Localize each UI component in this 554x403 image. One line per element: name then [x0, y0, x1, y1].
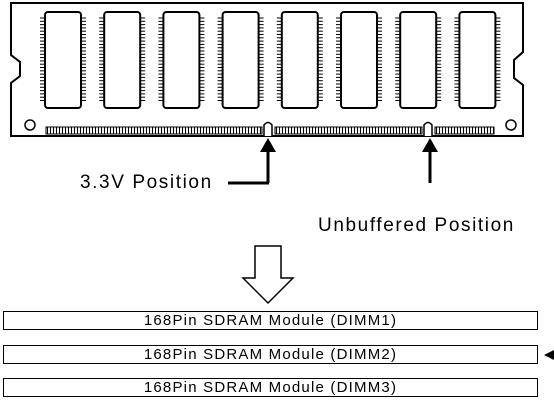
memory-chip	[158, 11, 205, 109]
dimm2-slot: 168Pin SDRAM Module (DIMM2)	[3, 345, 538, 364]
chip-body	[399, 11, 438, 109]
dimm2-pointer-arrow	[544, 350, 554, 360]
chip-body	[340, 11, 378, 109]
insert-down-arrow	[241, 245, 295, 305]
contact-segment	[434, 126, 495, 135]
dimm-module-outline	[10, 2, 524, 137]
memory-chip	[99, 11, 146, 109]
memory-chip	[454, 11, 501, 109]
memory-chip	[217, 11, 264, 109]
memory-chip	[395, 11, 442, 109]
dimm1-slot: 168Pin SDRAM Module (DIMM1)	[3, 311, 538, 330]
buffer-position-label: Unbuffered Position	[318, 215, 515, 236]
voltage-arrow-head	[260, 138, 276, 152]
voltage-key-notch	[263, 121, 273, 136]
chip-body	[458, 11, 497, 109]
buffer-key-notch	[423, 121, 433, 136]
memory-chip	[336, 11, 382, 109]
memory-chip	[276, 11, 323, 109]
mounting-hole-right	[505, 119, 517, 131]
memory-chip	[40, 11, 86, 109]
chip-body	[280, 11, 319, 109]
contact-pins	[45, 126, 495, 135]
memory-chips	[40, 11, 501, 109]
mounting-hole-left	[24, 119, 36, 131]
contact-segment	[274, 126, 423, 135]
chip-body	[162, 11, 201, 109]
chip-body	[103, 11, 142, 109]
contact-segment	[45, 126, 263, 135]
chip-body	[221, 11, 260, 109]
buffer-arrow-head	[422, 138, 438, 152]
voltage-position-label: 3.3V Position	[80, 172, 213, 193]
chip-body	[44, 11, 82, 109]
dimm3-slot: 168Pin SDRAM Module (DIMM3)	[3, 378, 538, 397]
